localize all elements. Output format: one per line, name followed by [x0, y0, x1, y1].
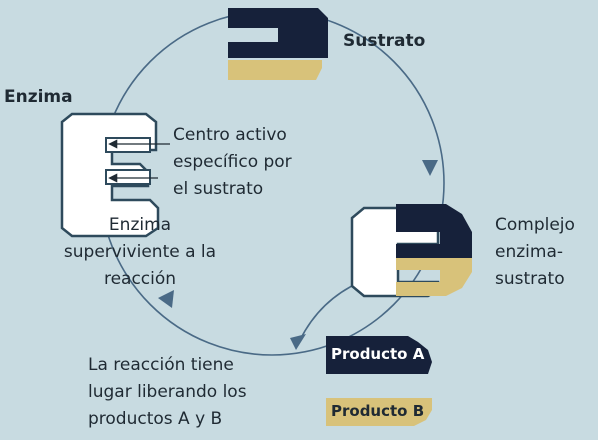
reaction-line-2: lugar liberando los [88, 382, 247, 402]
enzyme-substrate-complex [350, 204, 472, 298]
surviving-line-2: superviviente a la [63, 242, 217, 262]
active-site-line-3: el sustrato [173, 179, 264, 199]
cycle-arrow-bottom-left [158, 290, 174, 308]
substrate-gold-piece [228, 60, 322, 80]
active-site-line-2: específico por [173, 152, 292, 172]
product-a-shape [326, 336, 432, 374]
product-a-label: Producto A [331, 345, 425, 363]
complex-navy-substrate [396, 204, 472, 258]
reaction-line-1: La reacción tiene [88, 355, 234, 375]
substrate-label: Sustrato [343, 31, 426, 51]
complex-line-1: Complejo [495, 215, 575, 235]
complex-line-3: sustrato [495, 269, 565, 289]
products-arrowhead [290, 334, 306, 350]
product-b-shape [326, 398, 432, 426]
cycle-arrow-right [422, 160, 438, 176]
substrate-molecule [228, 8, 328, 80]
surviving-line-3: reacción [103, 269, 177, 289]
reaction-line-3: productos A y B [88, 409, 223, 429]
complex-line-2: enzima- [495, 242, 563, 262]
complex-gold-substrate [396, 258, 472, 296]
product-b-label: Producto B [331, 402, 425, 420]
active-site-line-1: Centro activo [173, 125, 287, 145]
enzyme-label: Enzima [4, 87, 73, 107]
products-branch-arrow [299, 281, 361, 341]
substrate-navy-piece [228, 8, 328, 58]
surviving-line-1: Enzima [108, 215, 172, 235]
